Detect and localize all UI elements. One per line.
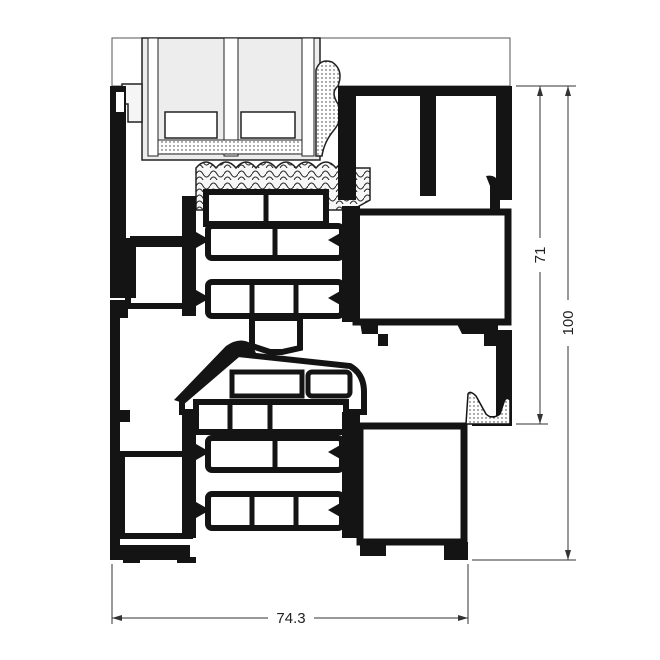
spacer-left [164,111,218,139]
arrow-sash-top [537,86,543,96]
outer-frame-right-lower [112,330,512,563]
arrow-width-right [458,615,468,621]
frame-foot-left [123,546,140,563]
break-bar-3 [205,279,345,319]
glass-pane-middle [223,37,239,157]
dimension-lines [111,85,576,624]
glazing-gasket-right [315,60,341,157]
sash-top-frame [338,86,512,200]
dimension-arrows [112,86,571,621]
glass-pane-right [301,37,315,157]
dim-height-label: 100 [560,310,577,335]
thermal-break-lower [179,350,367,538]
sash-hook-left [360,322,388,346]
thermal-break-upper [130,189,360,322]
lower-post-left [182,412,196,538]
lower-bar-3 [205,491,345,531]
frame-chamber-bottom-left [119,451,193,539]
frame-left-lower [110,300,190,560]
arrow-height-bottom [565,550,571,560]
frame-feet [360,542,468,560]
sealant-strip [157,139,303,155]
arrow-sash-bottom [537,414,543,424]
frame-right-rail [472,330,512,426]
bottom-gasket [465,391,511,425]
connector-box [249,315,303,355]
upper-sash [338,86,512,346]
frame-chamber-left [125,241,191,309]
sash-hook-right [456,322,498,346]
spacer-right [240,111,296,139]
dim-width-label: 74.3 [276,610,305,627]
frame-clip [120,410,130,422]
frame-foot-mid [177,546,196,563]
frame-left-slot [116,92,124,112]
break-post-left [182,196,196,316]
lower-post-right [342,412,360,538]
lower-cap-chamber-1 [229,369,305,399]
lower-cap-chamber-2 [305,369,353,399]
arrow-width-left [112,615,122,621]
sash-chamber-right [352,208,512,326]
sash-lip [486,175,500,214]
frame-chamber-bottom-right [356,422,468,546]
arrow-height-top [565,86,571,96]
dim-sash-label: 71 [532,247,549,264]
glass-pane-left [147,37,159,157]
glazing-unit [111,37,511,161]
frame-rail-mid [130,236,190,244]
break-post-right [342,206,360,322]
